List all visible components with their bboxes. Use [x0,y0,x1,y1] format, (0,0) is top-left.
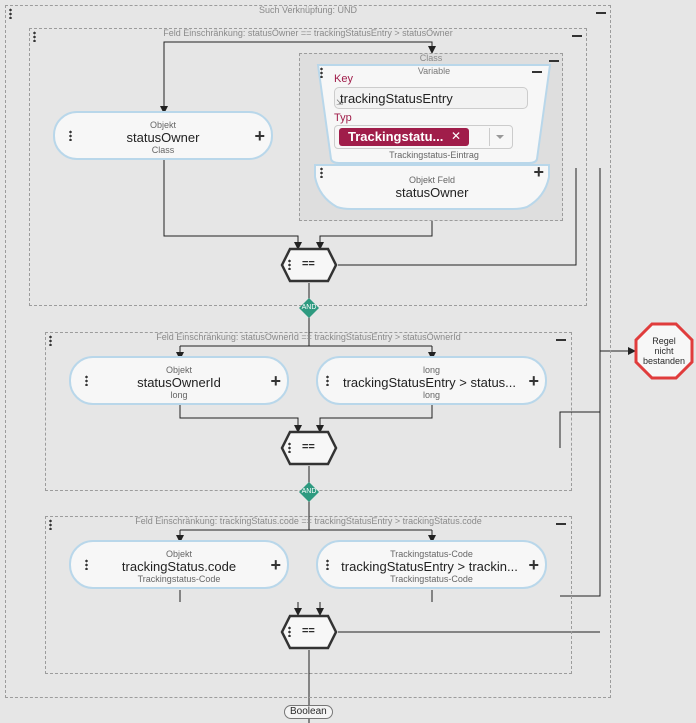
group1-left-node-add-button[interactable]: + [254,126,265,146]
group2-collapse-button[interactable] [556,339,566,341]
key-input-value: trackingStatusEntry [340,91,453,106]
group3-left-node-name: trackingStatus.code [121,559,237,574]
group3-drag-handle[interactable] [49,519,52,530]
group1-collapse-button[interactable] [572,35,582,37]
group2-left-node-type: Objekt [165,365,192,375]
key-label: Key [334,73,353,85]
and-connector-2-label: AND [301,488,317,495]
group2-equals-operator[interactable]: == [280,430,338,466]
type-select[interactable]: Trackingstatu... ✕ [334,125,513,149]
group3: Feld Einschränkung: trackingStatus.code … [45,516,572,674]
group2-operator-menu[interactable] [288,442,291,453]
outer-collapse-button[interactable] [596,12,606,14]
type-tag[interactable]: Trackingstatu... ✕ [339,128,469,146]
group3-right-node-menu[interactable] [326,559,329,570]
group3-right-node[interactable]: Trackingstatus-Code trackingStatusEntry … [316,540,547,589]
group2-operator-label: == [302,441,315,453]
group2-right-node-menu[interactable] [326,375,329,386]
object-field-name: statusOwner [395,185,469,200]
group3-operator-menu[interactable] [288,626,291,637]
class-box-title: Class [419,53,443,63]
group3-left-node-subtype: Trackingstatus-Code [137,574,221,584]
group2-left-node[interactable]: Objekt statusOwnerId long + [69,356,289,405]
rule-failed-line3: bestanden [642,356,686,366]
group2-left-node-subtype: long [170,390,188,400]
group3-collapse-button[interactable] [556,523,566,525]
and-connector-1-label: AND [301,304,317,311]
and-connector-1: AND [299,298,319,318]
outer-group-title: Such Verknüpfung: UND [258,5,358,15]
group3-right-node-add-button[interactable]: + [528,555,539,575]
variable-title: Variable [417,66,451,76]
output-boolean-label: Boolean [284,705,333,719]
variable-menu[interactable] [320,67,323,78]
group2-drag-handle[interactable] [49,335,52,346]
type-tag-label: Trackingstatu... [348,129,444,144]
group3-right-node-name: trackingStatusEntry > trackin... [341,559,518,574]
group3-right-node-subtype: Trackingstatus-Code [390,574,473,584]
group3-operator-label: == [302,625,315,637]
group2-right-node[interactable]: long trackingStatusEntry > status... lon… [316,356,547,405]
outer-drag-handle[interactable] [9,8,12,19]
object-field-add-button[interactable]: + [533,162,544,182]
group2-left-node-menu[interactable] [85,375,88,386]
type-caption: Trackingstatus-Eintrag [389,150,479,160]
group3-right-node-type: Trackingstatus-Code [390,549,473,559]
variable-collapse-button[interactable] [532,71,542,73]
and-connector-2: AND [299,482,319,502]
group2-right-node-subtype: long [422,390,440,400]
type-tag-remove-icon[interactable]: ✕ [450,129,461,143]
group3-left-node[interactable]: Objekt trackingStatus.code Trackingstatu… [69,540,289,589]
class-box-collapse-button[interactable] [549,60,559,62]
object-field-type: Objekt Feld [408,175,456,185]
group2-title: Feld Einschränkung: statusOwnerId == tra… [156,332,461,342]
rule-failed-line2: nicht [654,346,674,356]
object-field-menu[interactable] [320,167,323,178]
group3-left-node-type: Objekt [165,549,192,559]
variable-node[interactable]: Variable Key trackingStatusEntry ⇲ Typ T… [315,63,553,165]
group3-title: Feld Einschränkung: trackingStatus.code … [135,516,482,526]
type-label: Typ [334,112,352,124]
group3-left-node-menu[interactable] [85,559,88,570]
rule-failed-node[interactable]: Regel nicht bestanden [634,322,694,380]
group2-right-node-name: trackingStatusEntry > status... [342,375,517,390]
rule-failed-line1: Regel [652,336,676,346]
group2-right-node-type: long [422,365,440,375]
group1-left-node[interactable]: Objekt statusOwner Class + [53,111,273,160]
group1-left-node-type: Objekt [149,120,176,130]
group3-equals-operator[interactable]: == [280,614,338,650]
group1-operator-menu[interactable] [288,259,291,270]
group3-left-node-add-button[interactable]: + [270,555,281,575]
outer-group: Such Verknüpfung: UND [5,5,611,698]
group1-equals-operator[interactable]: == [280,247,338,283]
group1-operator-label: == [302,258,315,270]
chevron-down-icon[interactable] [496,135,504,139]
object-field-node[interactable]: + Objekt Feld statusOwner [313,163,551,211]
group1-left-node-subtype: Class [151,145,175,155]
group1-drag-handle[interactable] [33,31,36,42]
group2-left-node-add-button[interactable]: + [270,371,281,391]
group1-title: Feld Einschränkung: statusOwner == track… [163,28,453,38]
group2-right-node-add-button[interactable]: + [528,371,539,391]
group2-left-node-name: statusOwnerId [137,375,221,390]
resize-handle-icon: ⇲ [336,98,343,107]
group1-left-node-menu[interactable] [69,130,72,141]
key-input[interactable]: trackingStatusEntry ⇲ [334,87,528,109]
group1-left-node-name: statusOwner [126,130,200,145]
divider [489,128,490,146]
